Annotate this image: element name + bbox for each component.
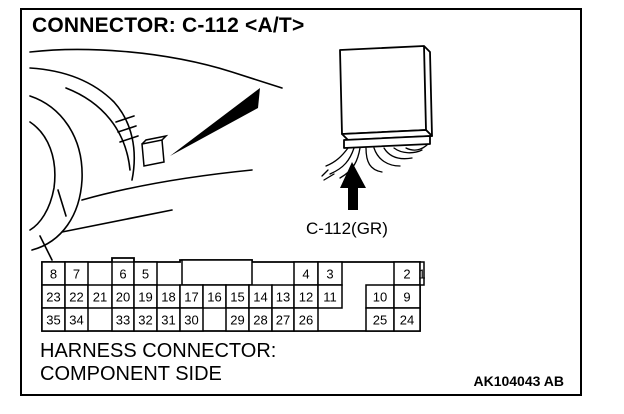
pin-number: 8 <box>50 267 57 282</box>
pin-number: 28 <box>253 313 267 328</box>
connector-location-box <box>141 134 169 167</box>
pin-cell <box>317 284 343 309</box>
diagram-frame: CONNECTOR: C-112 <A/T> <box>20 8 582 396</box>
pin-cell <box>393 307 421 332</box>
pin-number: 10 <box>373 290 387 305</box>
pin-number: 29 <box>230 313 244 328</box>
pin-cell <box>64 307 89 332</box>
pin-number: 16 <box>207 290 221 305</box>
connector-arrow <box>340 162 366 210</box>
vent-line <box>119 135 139 143</box>
pin-number: 23 <box>46 290 60 305</box>
pin-number: 5 <box>142 267 149 282</box>
pin-cell <box>419 261 425 286</box>
pin-number: 27 <box>276 313 290 328</box>
figure-id: AK104043 AB <box>473 373 564 389</box>
pin-number: 4 <box>302 267 309 282</box>
pin-number: 12 <box>299 290 313 305</box>
pin-number: 18 <box>161 290 175 305</box>
diagram-title: CONNECTOR: C-112 <A/T> <box>32 14 305 37</box>
dashboard-bottom-line <box>61 209 173 233</box>
pin-number: 9 <box>403 290 410 305</box>
dashboard-top-edge <box>29 48 283 89</box>
pin-number: 24 <box>400 313 414 328</box>
footer-component-side: COMPONENT SIDE <box>40 363 222 385</box>
dashboard-illustration <box>29 45 433 261</box>
steering-wheel-outer <box>29 95 83 251</box>
wire-harness <box>321 143 429 181</box>
footer-harness-connector: HARNESS CONNECTOR: <box>40 340 277 362</box>
pin-number: 13 <box>276 290 290 305</box>
pin-cell <box>293 307 319 332</box>
pin-number: 32 <box>138 313 152 328</box>
connector-key <box>181 259 253 286</box>
column-line-2 <box>39 235 53 261</box>
connector-label: C-112(GR) <box>306 219 388 238</box>
steering-wheel-inner <box>29 121 56 231</box>
pin-number: 7 <box>73 267 80 282</box>
pin-number: 35 <box>46 313 60 328</box>
instrument-panel-line <box>65 87 131 171</box>
pin-number: 1 <box>418 267 425 282</box>
pin-number: 25 <box>373 313 387 328</box>
pin-number: 21 <box>93 290 107 305</box>
vent-line <box>115 115 135 123</box>
pin-number: 15 <box>230 290 244 305</box>
component-module <box>339 45 433 149</box>
pin-number: 20 <box>116 290 130 305</box>
vent-line <box>117 125 137 133</box>
pin-number: 2 <box>403 267 410 282</box>
pin-number: 33 <box>116 313 130 328</box>
pin-number: 31 <box>161 313 175 328</box>
pin-number: 30 <box>184 313 198 328</box>
pin-number: 6 <box>119 267 126 282</box>
pin-number: 3 <box>326 267 333 282</box>
dashboard-lower-edge <box>81 169 253 201</box>
pin-cell <box>179 307 204 332</box>
callout-pointer <box>170 88 260 156</box>
pin-number: 26 <box>299 313 313 328</box>
pin-number: 22 <box>69 290 83 305</box>
pin-number: 14 <box>253 290 267 305</box>
column-line <box>57 189 67 217</box>
pin-number: 11 <box>323 290 337 305</box>
pin-number: 34 <box>69 313 83 328</box>
dashboard-upper-curve <box>29 67 135 181</box>
pin-number: 19 <box>138 290 152 305</box>
pin-number: 17 <box>184 290 198 305</box>
